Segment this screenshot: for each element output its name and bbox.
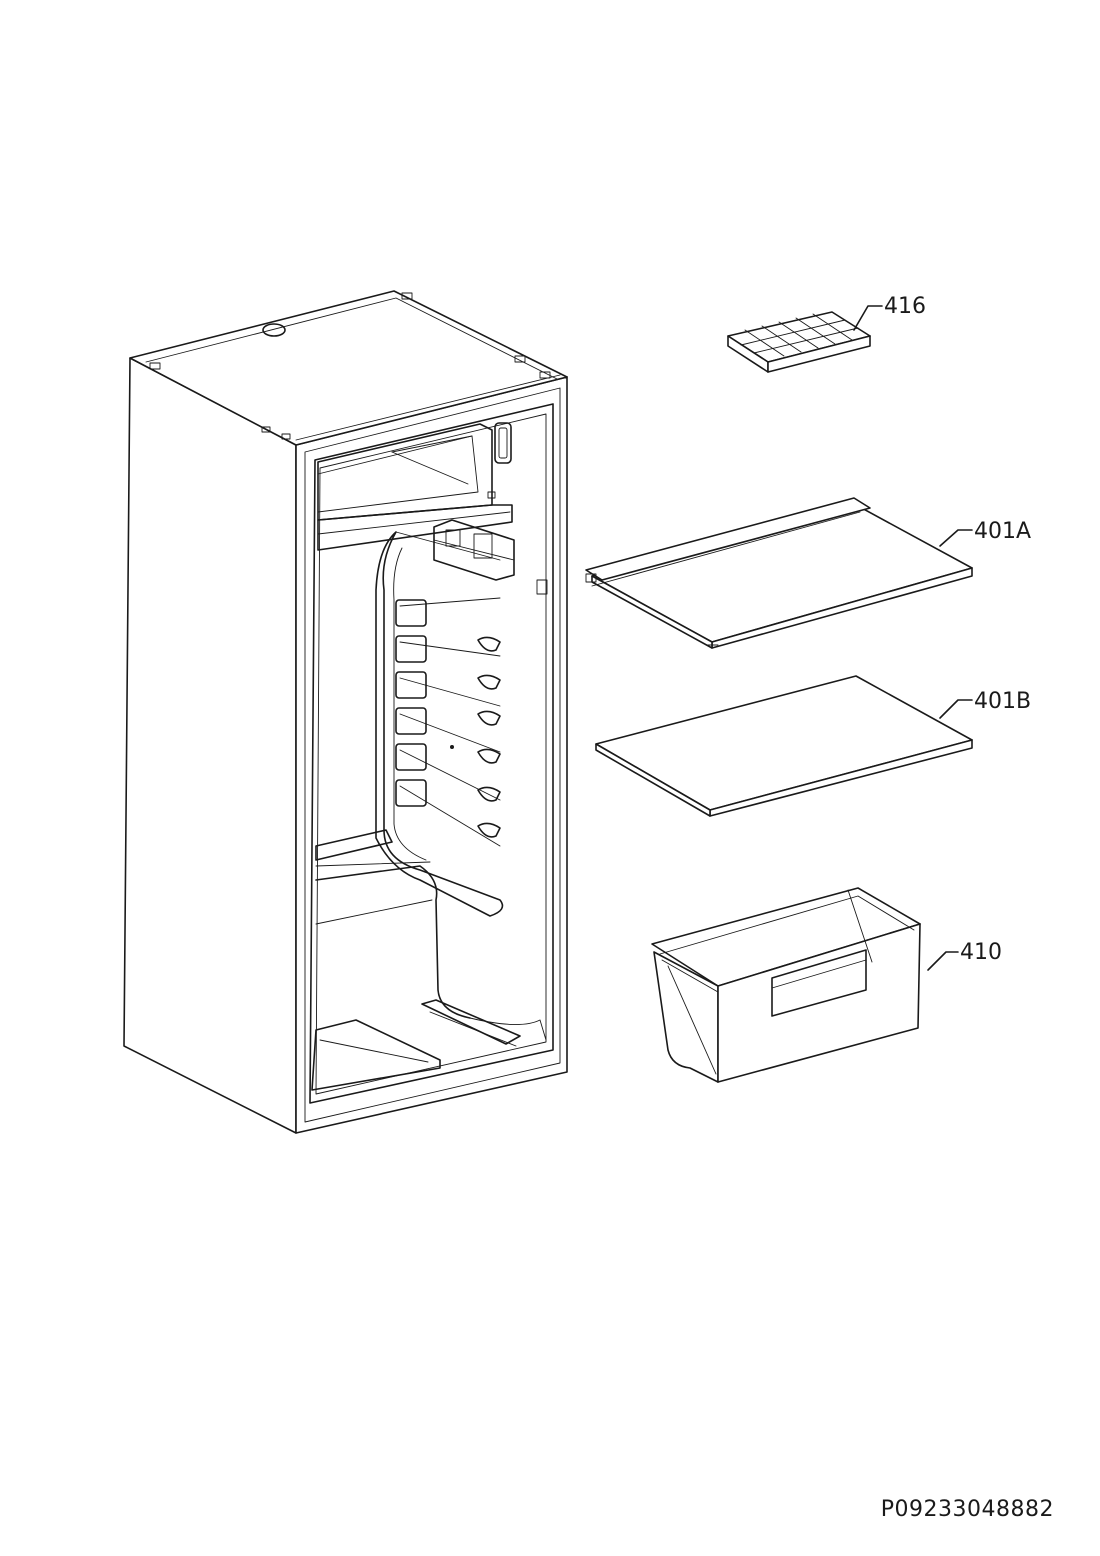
drawing-reference-number: P09233048882 [881,1497,1054,1522]
glass-shelf-with-trim [585,497,973,649]
shelf-rails [395,597,501,847]
crisper-drawer [651,887,921,1083]
part-label-416: 416 [884,294,926,319]
refrigerator-cabinet [123,290,568,1134]
glass-shelf [595,675,973,817]
part-labels: 416 401A 401B 410 [853,294,1031,971]
part-label-410: 410 [960,940,1002,965]
ice-cube-tray [727,311,871,373]
back-wall-supports [450,636,501,838]
leader-line-401a [939,529,973,547]
leader-line-410 [927,951,959,971]
part-label-401a: 401A [974,519,1031,544]
part-label-401b: 401B [974,689,1031,714]
leader-line-416 [853,305,883,331]
leader-line-401b [939,699,973,719]
